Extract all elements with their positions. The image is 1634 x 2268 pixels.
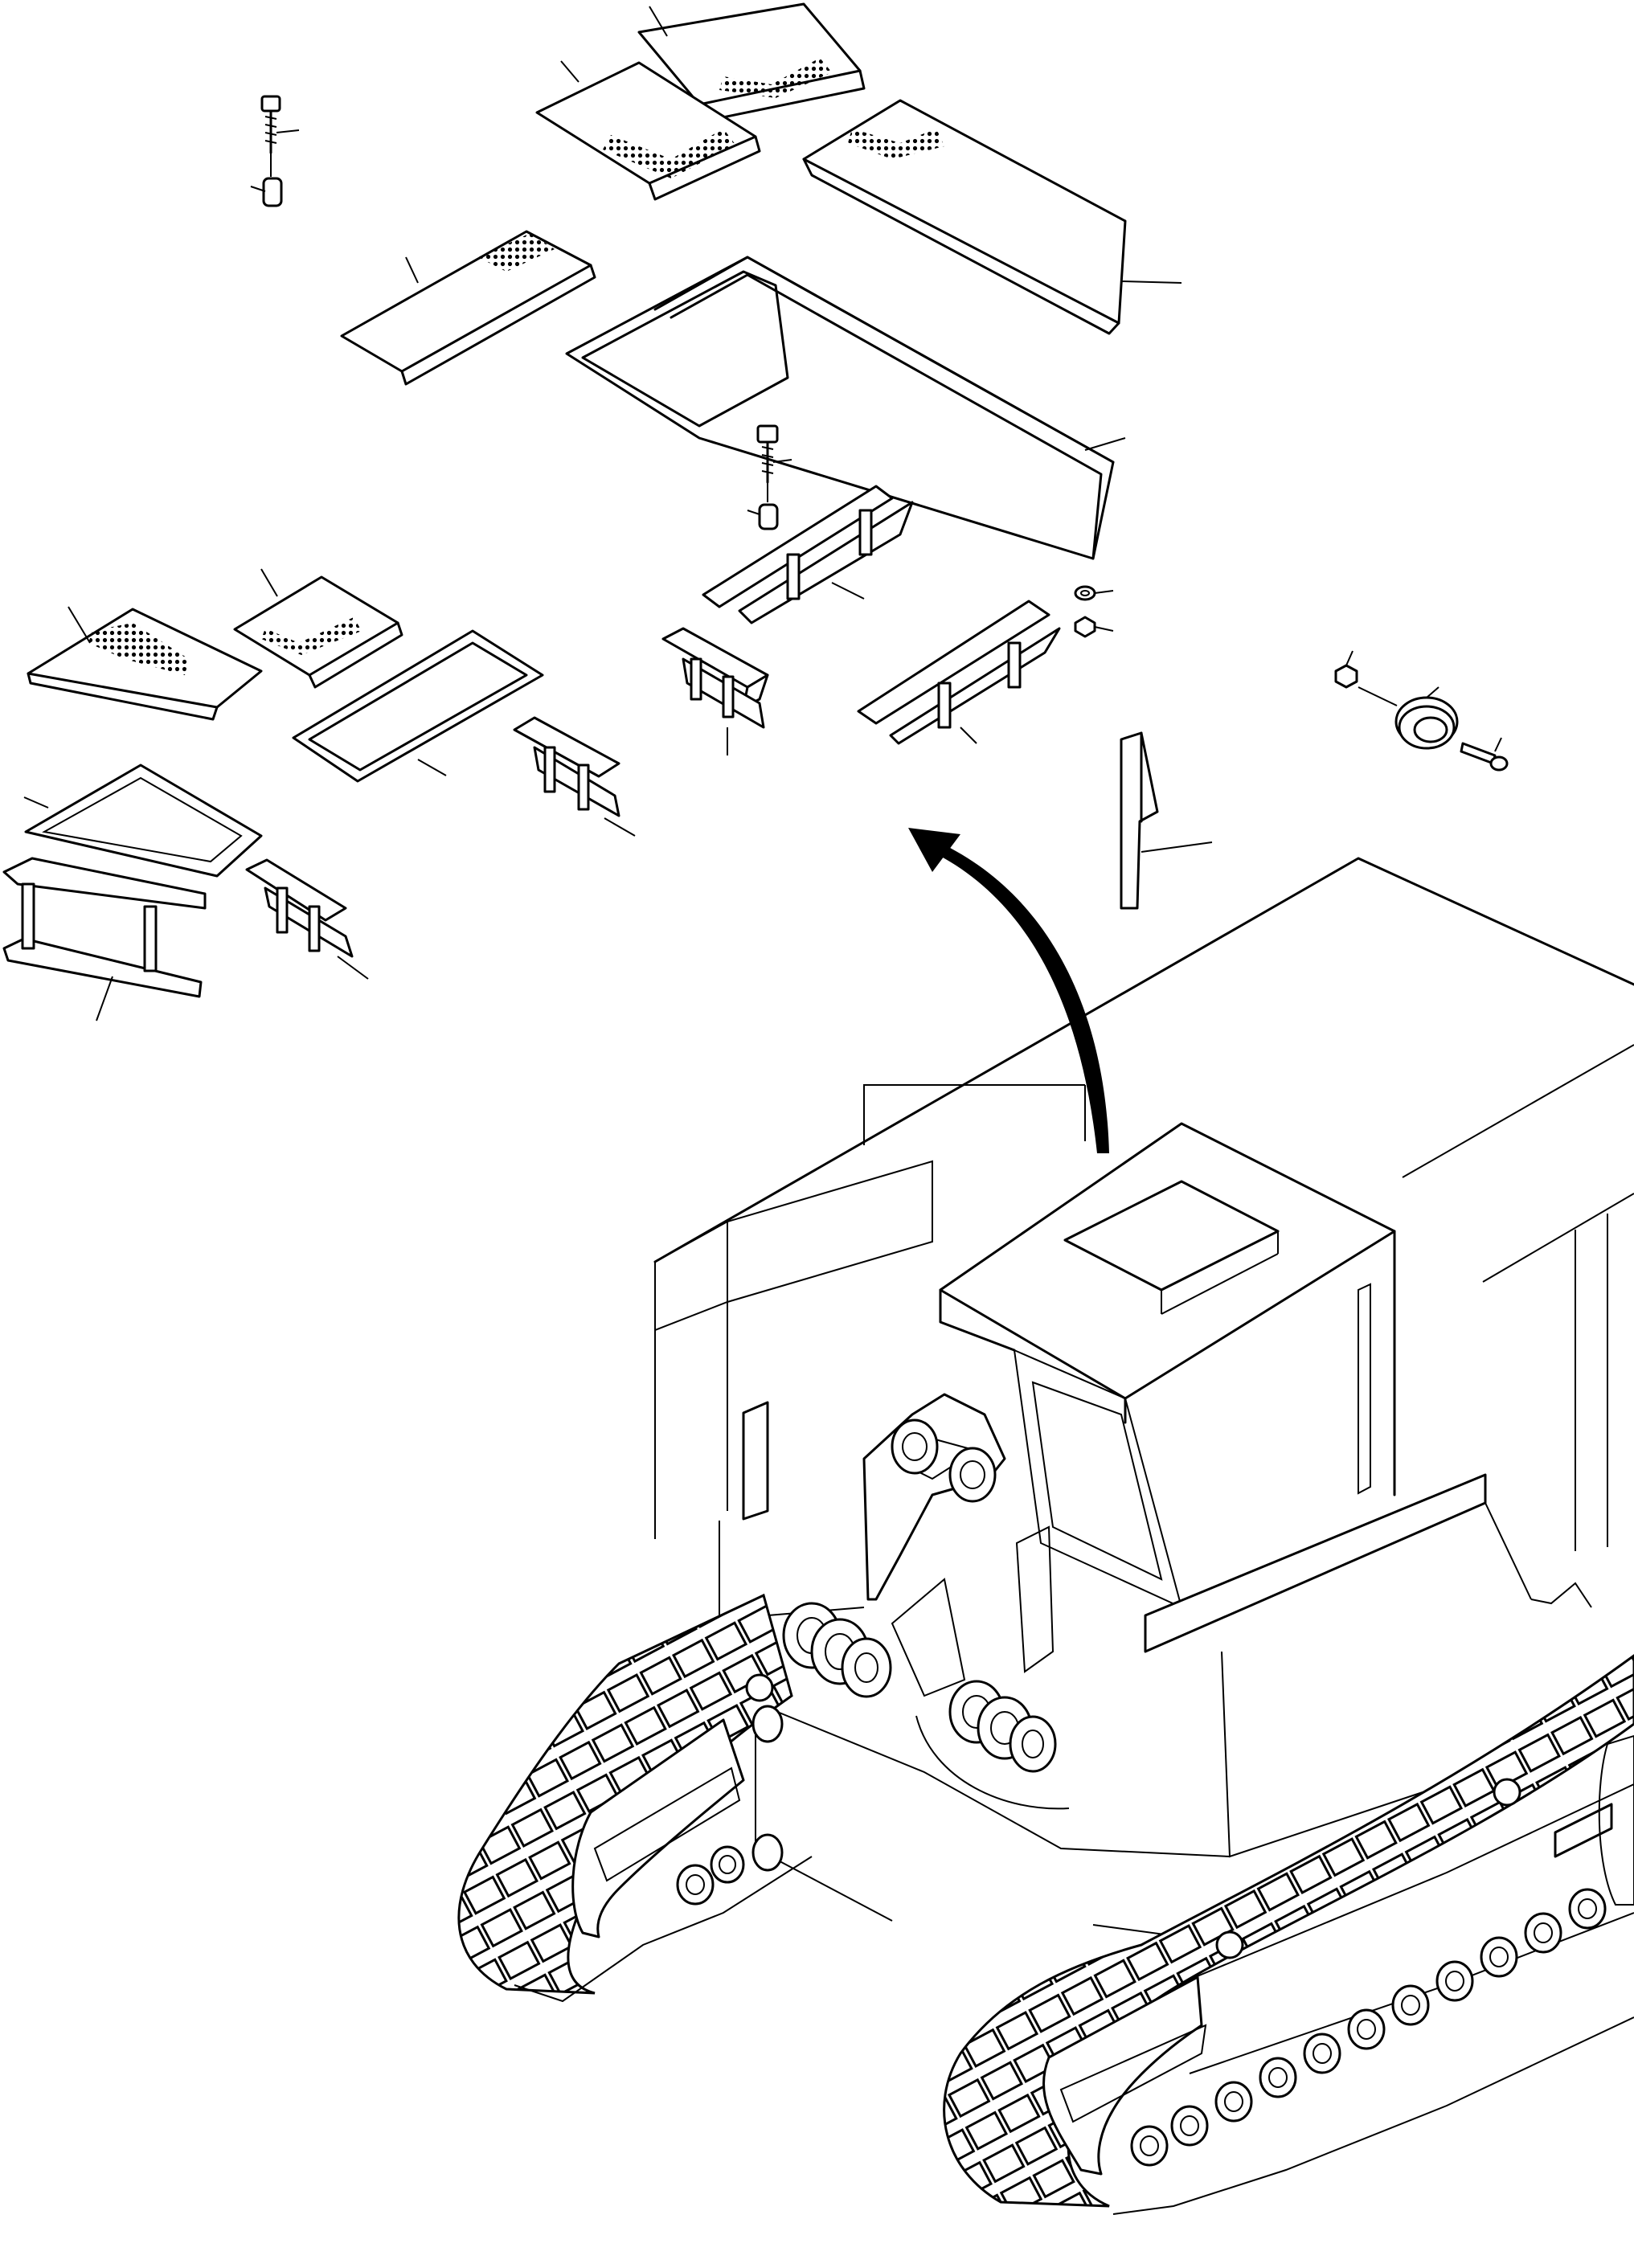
u-channel-bracket-bottom <box>245 858 369 980</box>
perforated-plate-top <box>637 2 866 122</box>
bolt-spacer-upper-left <box>250 95 300 207</box>
perforated-plate-left-small <box>233 568 403 689</box>
perforated-plate-second <box>535 60 761 201</box>
bolt-spacer-center <box>747 424 792 530</box>
undercarriage-frame <box>755 1707 1608 1946</box>
boom-linkage <box>862 1393 1055 1697</box>
track-left <box>457 1593 813 2003</box>
sprocket-right <box>1598 1734 1634 1906</box>
machine-cab <box>939 1122 1592 1858</box>
track-right <box>943 1654 1634 2215</box>
u-channel-bracket-center <box>661 627 769 755</box>
beam-support-upper <box>702 485 914 624</box>
perforated-plate-long <box>802 99 1182 335</box>
washer-nut-set <box>1074 585 1114 638</box>
perforated-plate-middle <box>340 230 596 386</box>
u-channel-bracket-lower <box>513 716 636 837</box>
beam-support-right <box>857 600 1061 745</box>
machine-body <box>653 857 1634 1621</box>
perforated-panel-triangle <box>27 606 263 721</box>
hinge-pin-group-right <box>948 1680 1057 1773</box>
angled-post <box>1120 731 1213 910</box>
damper-mount-assembly <box>1334 650 1509 772</box>
l-shaped-frame <box>565 256 1126 560</box>
assembly-direction-arrow <box>908 828 1109 1153</box>
hinge-pin-group-left <box>782 1602 892 1698</box>
rectangular-frame <box>292 629 544 783</box>
trapezoid-frame <box>23 764 263 878</box>
stand-bench <box>2 857 207 1021</box>
